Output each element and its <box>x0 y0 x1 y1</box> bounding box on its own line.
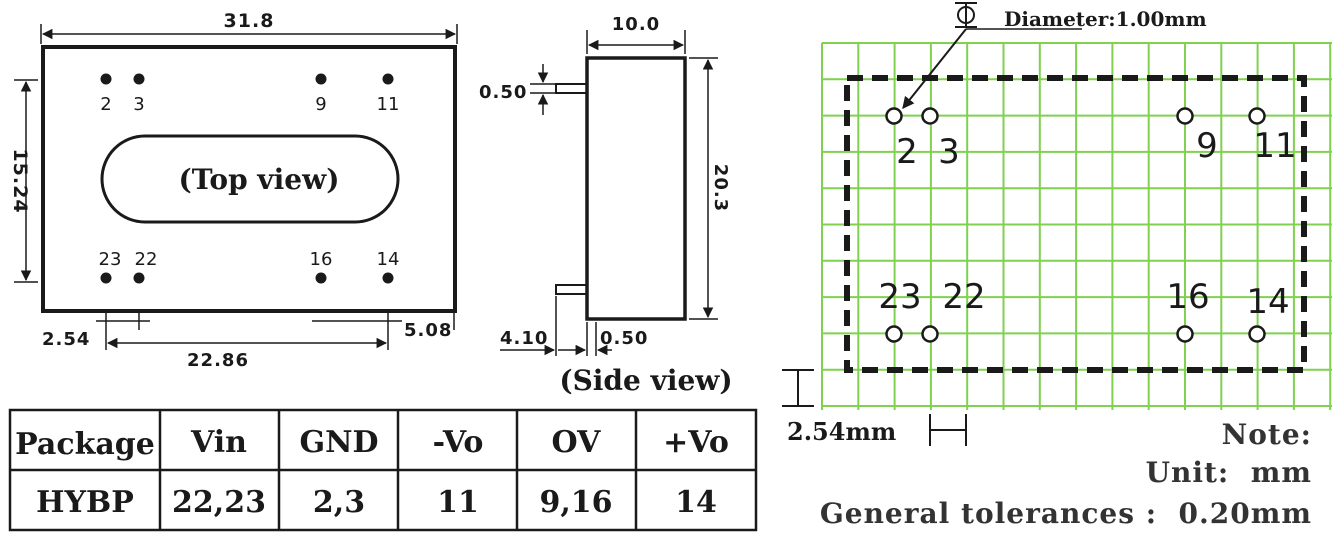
fp-pin-label-14: 14 <box>1246 282 1289 322</box>
table-header-package: Package <box>15 427 155 462</box>
left-pitch-dim: 2.54 <box>42 329 90 350</box>
table-cell-neg-vo: 11 <box>437 485 479 520</box>
top-view-body <box>41 45 457 313</box>
side-view-body <box>585 56 687 321</box>
top-pin-label-3: 3 <box>133 94 144 115</box>
top-pin-label-14: 14 <box>377 249 400 270</box>
side-pin-top <box>555 83 588 94</box>
hole-2 <box>885 107 903 125</box>
hole-23 <box>885 325 903 343</box>
pin-dot-16 <box>315 272 327 284</box>
pin-dot-22 <box>133 272 145 284</box>
pin-table <box>8 408 758 532</box>
diameter-leader <box>902 28 967 109</box>
hole-16 <box>1176 325 1194 343</box>
note-tolerance: General tolerances : 0.20mm <box>820 497 1312 530</box>
side-width-dim: 10.0 <box>612 14 660 35</box>
diameter-label: Diameter:1.00mm <box>1004 7 1207 31</box>
pin-dot-9 <box>315 73 327 85</box>
top-view <box>14 24 458 350</box>
fp-pin-label-3: 3 <box>938 132 960 172</box>
hole-22 <box>921 325 939 343</box>
pin-dot-2 <box>100 73 112 85</box>
grid-pitch-dim <box>782 369 967 446</box>
pin-dot-11 <box>382 73 394 85</box>
table-cell-package: HYBP <box>36 485 134 520</box>
table-cell-ov: 9,16 <box>539 485 612 520</box>
fp-pin-label-23: 23 <box>878 277 921 317</box>
fp-pin-label-22: 22 <box>942 277 985 317</box>
footprint-grid <box>821 42 1332 410</box>
top-height-dim: 15.24 <box>9 148 31 213</box>
grid-pitch-label: 2.54mm <box>787 417 896 446</box>
table-cell-pos-vo: 14 <box>675 485 717 520</box>
side-pin-dim: 0.50 <box>479 82 527 103</box>
footprint-outline <box>844 75 1307 373</box>
fp-pin-label-2: 2 <box>896 132 918 172</box>
side-view <box>500 30 718 356</box>
table-header-neg-vo: -Vo <box>433 425 484 460</box>
table-row: HYBP 22,23 2,3 11 9,16 14 <box>36 485 717 520</box>
top-pin-label-2: 2 <box>100 94 111 115</box>
note-title: Note: <box>1222 418 1312 451</box>
pin-table-header: Package Vin GND -Vo OV +Vo <box>15 425 729 462</box>
top-pin-label-16: 16 <box>310 249 333 270</box>
hole-9 <box>1176 107 1194 125</box>
top-width-dim: 31.8 <box>224 10 275 32</box>
note-unit: Unit: mm <box>1146 456 1312 489</box>
hole-14 <box>1248 325 1266 343</box>
fp-pin-label-11: 11 <box>1253 126 1296 166</box>
side-bottom-left-dim: 4.10 <box>500 328 548 349</box>
top-view-oval <box>100 134 400 224</box>
side-height-dim: 20.3 <box>710 164 731 212</box>
hole-11 <box>1248 107 1266 125</box>
pin-dot-3 <box>133 73 145 85</box>
span-dim: 22.86 <box>187 350 249 371</box>
top-pin-label-23: 23 <box>99 249 122 270</box>
side-view-label: (Side view) <box>559 364 732 397</box>
hole-3 <box>921 107 939 125</box>
table-cell-vin: 22,23 <box>172 485 266 520</box>
fp-pin-label-9: 9 <box>1196 126 1218 166</box>
side-bottom-right-dim: 0.50 <box>600 328 648 349</box>
diameter-callout <box>902 2 1082 109</box>
side-pin-bottom <box>555 284 588 295</box>
table-header-pos-vo: +Vo <box>663 425 729 460</box>
top-view-pin-dots <box>100 73 394 284</box>
top-pin-label-9: 9 <box>315 94 326 115</box>
footprint-holes <box>885 107 1266 343</box>
table-header-gnd: GND <box>299 425 378 460</box>
pin-dot-14 <box>382 272 394 284</box>
pin-dot-23 <box>100 272 112 284</box>
right-dim: 5.08 <box>404 320 452 341</box>
fp-pin-label-16: 16 <box>1166 277 1209 317</box>
top-pin-label-11: 11 <box>377 94 400 115</box>
top-view-label: (Top view) <box>179 163 340 196</box>
table-header-vin: Vin <box>190 425 247 460</box>
table-header-ov: OV <box>552 425 602 460</box>
top-pin-label-22: 22 <box>135 249 158 270</box>
table-cell-gnd: 2,3 <box>313 485 365 520</box>
